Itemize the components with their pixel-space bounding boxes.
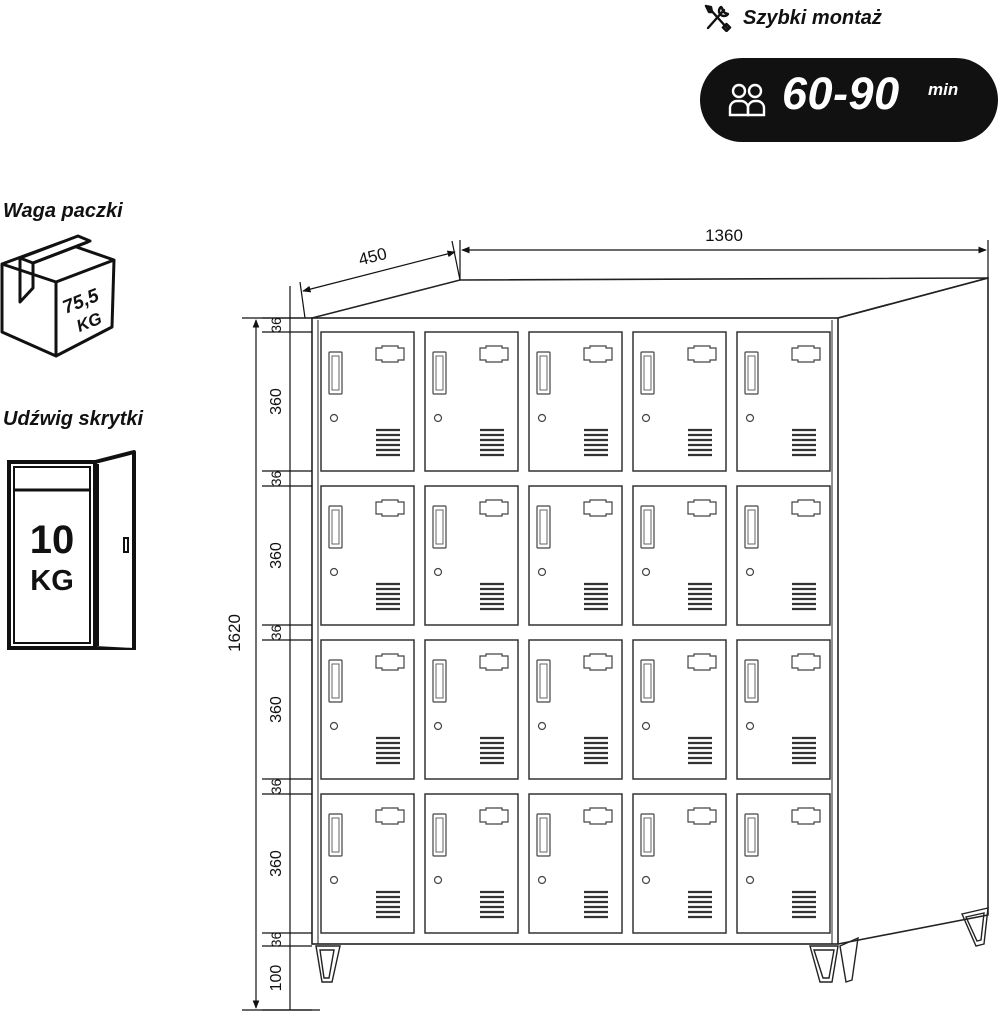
locker-door: [424, 793, 519, 934]
segment-label: 360: [268, 696, 285, 723]
locker-door: [424, 485, 519, 626]
segment-label: 100: [268, 965, 285, 992]
locker-door: [320, 485, 415, 626]
locker-door: [632, 485, 727, 626]
locker-door: [632, 639, 727, 780]
height-dimension: [242, 317, 320, 1011]
cabinet-legs: [315, 907, 989, 983]
depth-dimension: [299, 240, 461, 319]
open-locker-icon: 10 KG: [7, 450, 136, 650]
segment-label: 36: [268, 317, 284, 333]
assembly-time-unit: min: [928, 80, 959, 99]
segment-label: 36: [268, 471, 284, 487]
locker-door: [528, 331, 623, 472]
assembly-time-pill: 60-90 min: [700, 58, 998, 142]
locker-door: [320, 793, 415, 934]
locker-doors: [320, 331, 831, 934]
package-weight-title: Waga paczki: [3, 200, 123, 222]
cabinet-outline: [311, 276, 989, 945]
locker-door: [424, 639, 519, 780]
segment-label: 36: [268, 625, 284, 641]
segment-label: 36: [268, 932, 284, 948]
locker-door: [320, 331, 415, 472]
locker-door: [528, 639, 623, 780]
segment-dimensions: [262, 286, 312, 1011]
width-label: 1360: [705, 226, 743, 245]
width-dimension: [459, 240, 989, 280]
locker-door: [736, 639, 831, 780]
compartment-load-value: 10: [30, 518, 75, 562]
locker-door: [320, 639, 415, 780]
depth-label: 450: [357, 244, 389, 269]
locker-door: [424, 331, 519, 472]
assembly-time: 60-90: [782, 68, 900, 119]
locker-door: [632, 793, 727, 934]
locker-door: [528, 485, 623, 626]
segment-label: 360: [268, 542, 285, 569]
people-icon: [728, 83, 766, 117]
package-box-icon: 75,5 KG: [0, 234, 116, 358]
assembly-label-row: Szybki montaż: [703, 4, 882, 32]
assembly-label: Szybki montaż: [743, 6, 882, 29]
segment-label: 360: [268, 388, 285, 415]
segment-labels: 36 360 36 360 36 360 36 360 36 100: [268, 317, 285, 991]
locker-door: [632, 331, 727, 472]
segment-label: 36: [268, 779, 284, 795]
locker-door: [736, 485, 831, 626]
locker-door: [528, 793, 623, 934]
tools-icon: [704, 4, 732, 32]
segment-label: 360: [268, 850, 285, 877]
height-label: 1620: [225, 614, 244, 652]
locker-door: [736, 331, 831, 472]
compartment-load-title: Udźwig skrytki: [3, 408, 144, 430]
locker-door: [736, 793, 831, 934]
compartment-load-unit: KG: [30, 565, 74, 597]
